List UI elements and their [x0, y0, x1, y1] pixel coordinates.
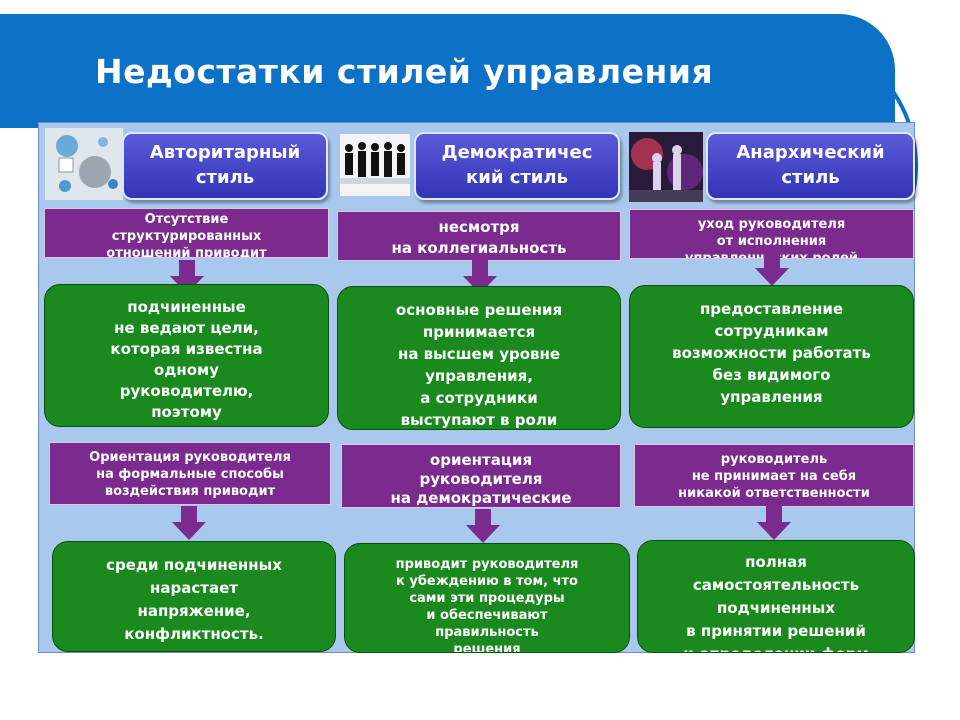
anarchic-cause-2: руководитель не принимает на себя никако… [634, 444, 914, 507]
democratic-effect-2: приводит руководителя к убеждению в том,… [344, 543, 630, 653]
decorative-line [0, 124, 40, 128]
authoritarian-effect-2: среди подчиненных нарастает напряжение, … [52, 541, 336, 652]
arrow-down-icon [172, 506, 206, 540]
chess-pieces-photo-icon [629, 132, 703, 202]
arrow-down-icon [466, 509, 500, 543]
authoritarian-effect-1: подчиненные не ведают цели, которая изве… [44, 284, 329, 427]
anarchic-effect-1: предоставление сотрудникам возможности р… [629, 285, 914, 428]
anarchic-cause-1: уход руководителя от исполнения управлен… [629, 209, 914, 259]
page-title: Недостатки стилей управления [95, 52, 714, 91]
title-bar [0, 14, 895, 124]
anarchic-effect-2: полная самостоятельность подчиненных в п… [637, 540, 915, 653]
democratic-cause-1: несмотря на коллегиальность [337, 211, 621, 261]
authoritarian-cause-2: Ориентация руководителя на формальные сп… [49, 442, 331, 505]
anarchic-style-header: Анархический стиль управления [706, 132, 915, 200]
authoritarian-cause-1: Отсутствие структурированных отношений п… [44, 208, 329, 258]
people-silhouettes-photo-icon [340, 134, 410, 196]
authoritarian-style-header: Авторитарный стиль управления [122, 132, 328, 200]
arrow-down-icon [757, 506, 791, 540]
arrow-down-icon [755, 252, 789, 286]
democratic-effect-1: основные решения принимается на высшем у… [337, 286, 621, 430]
democratic-cause-2: ориентация руководителя на демократическ… [341, 444, 621, 508]
democratic-style-header: Демократичес кий стиль управления [414, 132, 620, 200]
team-puzzle-photo-icon [45, 128, 123, 200]
